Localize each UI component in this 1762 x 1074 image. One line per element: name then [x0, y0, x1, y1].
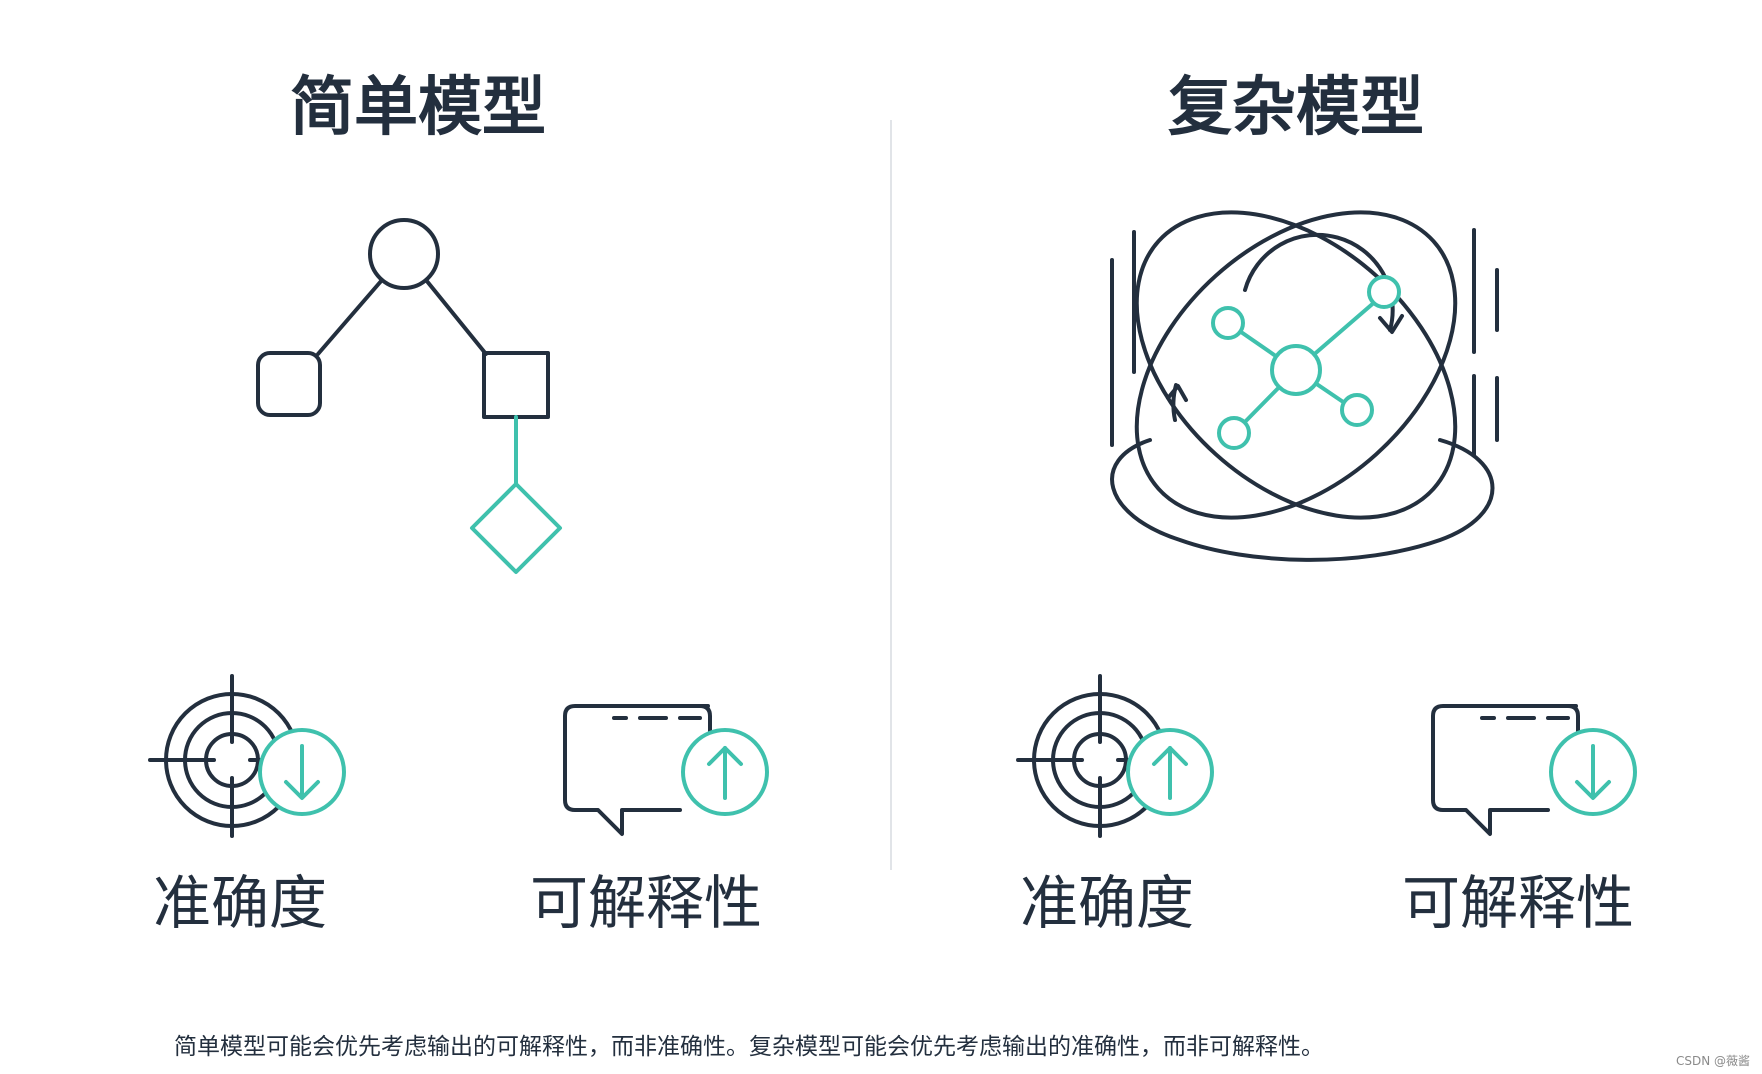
orbiting-network-icon [1078, 152, 1514, 578]
left-accuracy-label: 准确度 [90, 868, 390, 938]
decision-tree-icon [258, 220, 560, 572]
right-accuracy-label: 准确度 [957, 868, 1257, 938]
right-interpretability-label: 可解释性 [1368, 868, 1668, 938]
target-with-down-arrow-icon [150, 676, 344, 836]
speech-bubble-with-up-arrow-icon [565, 706, 767, 834]
target-with-up-arrow-icon [1018, 676, 1212, 836]
figure-caption: 简单模型可能会优先考虑输出的可解释性，而非准确性。复杂模型可能会优先考虑输出的准… [174, 1030, 1324, 1064]
speech-bubble-with-down-arrow-icon [1433, 706, 1635, 834]
left-interpretability-label: 可解释性 [496, 868, 796, 938]
watermark: CSDN @薇酱 [1676, 1052, 1750, 1069]
